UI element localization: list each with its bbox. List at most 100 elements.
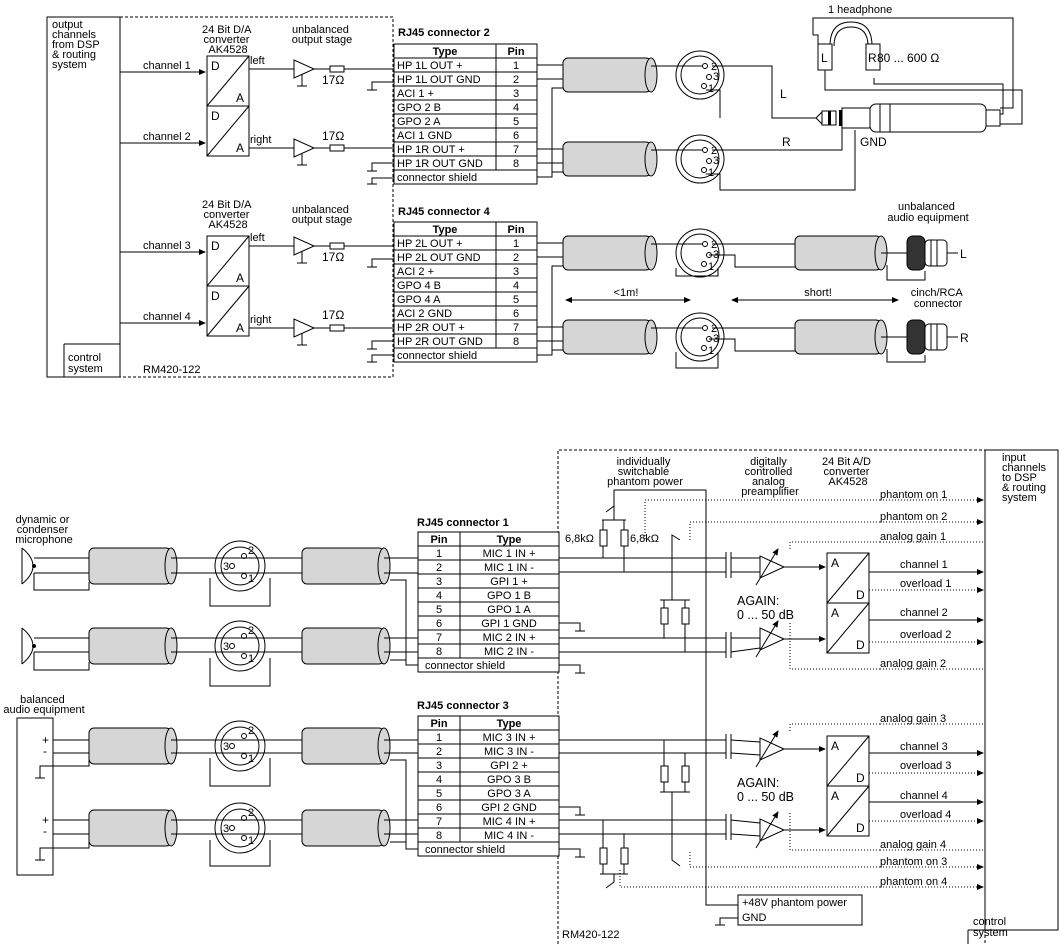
- svg-text:6: 6: [436, 618, 442, 630]
- svg-text:GPI 2 GND: GPI 2 GND: [481, 802, 537, 814]
- svg-text:HP 2R OUT GND: HP 2R OUT GND: [397, 336, 483, 348]
- resistor-17-ohm-1: [329, 65, 345, 73]
- svg-text:3: 3: [713, 155, 719, 167]
- svg-text:6: 6: [436, 802, 442, 814]
- svg-text:2: 2: [248, 625, 254, 637]
- headphone-cabling: 231 231 L R GND 1: [537, 4, 1023, 191]
- svg-text:1: 1: [248, 653, 254, 665]
- svg-text:7: 7: [513, 322, 519, 334]
- xlr-line-connector-3: 231: [209, 720, 271, 787]
- svg-text:1: 1: [513, 238, 519, 250]
- output-title: output channels from DSP & routing syste…: [52, 19, 103, 71]
- svg-text:connector shield: connector shield: [397, 350, 477, 362]
- svg-text:left: left: [250, 232, 265, 244]
- phantom-resistor-4a: [599, 847, 608, 865]
- output-amp-1: 17Ω: [293, 59, 396, 87]
- svg-text:MIC 2 IN -: MIC 2 IN -: [484, 646, 534, 658]
- svg-text:+: +: [42, 813, 49, 827]
- input-cabling: dynamic or condenser microphone 231: [3, 514, 418, 876]
- balanced-equipment-label: balanced audio equipment: [3, 694, 84, 716]
- svg-text:2: 2: [711, 145, 717, 157]
- rj45-connector-4-title: RJ45 connector 4: [398, 206, 491, 218]
- svg-text:R: R: [868, 51, 877, 65]
- svg-text:1: 1: [436, 732, 442, 744]
- headphone-jack: [815, 103, 1001, 133]
- svg-text:1: 1: [708, 83, 714, 95]
- svg-text:A: A: [236, 321, 244, 335]
- dac-converter-1: D A: [206, 55, 250, 107]
- svg-text:MIC 1 IN +: MIC 1 IN +: [483, 548, 536, 560]
- svg-text:4: 4: [436, 590, 442, 602]
- unbalanced-cabling: 231 231 <1m! short!: [537, 201, 969, 369]
- microphone-2-icon: [21, 627, 36, 665]
- svg-text:GPI 1 GND: GPI 1 GND: [481, 618, 537, 630]
- svg-text:2: 2: [513, 252, 519, 264]
- cable-hp-left: [562, 57, 652, 93]
- svg-text:D: D: [856, 771, 865, 785]
- svg-text:HP 1L OUT +: HP 1L OUT +: [397, 60, 463, 72]
- svg-text:MIC 4 IN -: MIC 4 IN -: [484, 830, 534, 842]
- resistor-17-ohm-3: [329, 242, 345, 250]
- svg-text:2: 2: [436, 562, 442, 574]
- channel-1-label: channel 1: [143, 60, 191, 72]
- svg-text:1: 1: [248, 753, 254, 765]
- svg-text:connector shield: connector shield: [397, 172, 477, 184]
- xlr-mic-connector-1: 231: [209, 540, 271, 607]
- adc-converter-1: A D: [826, 552, 870, 604]
- xlr-connector-1: 231: [675, 50, 725, 100]
- svg-text:3: 3: [513, 266, 519, 278]
- svg-text:1: 1: [708, 261, 714, 273]
- signal-phantom-on-2: phantom on 2: [880, 511, 947, 523]
- svg-text:GPO 2 A: GPO 2 A: [397, 116, 441, 128]
- phantom-power-label: individually switchable phantom power: [607, 456, 683, 488]
- svg-text:D: D: [211, 109, 220, 123]
- svg-text:3: 3: [223, 741, 229, 753]
- signal-channel-2: channel 2: [900, 607, 948, 619]
- svg-text:GPI 1 +: GPI 1 +: [490, 576, 528, 588]
- svg-text:connector shield: connector shield: [425, 660, 505, 672]
- resistor-17-ohm-4: [329, 324, 345, 332]
- svg-text:5: 5: [436, 604, 442, 616]
- preamp-2: [755, 620, 826, 658]
- signal-analog-gain-2: analog gain 2: [880, 658, 946, 670]
- rj45-connector-3-title: RJ45 connector 3: [417, 700, 509, 712]
- signal-overload-4: overload 4: [900, 809, 951, 821]
- svg-text:1: 1: [513, 60, 519, 72]
- svg-text:2: 2: [513, 74, 519, 86]
- svg-text:6,8kΩ: 6,8kΩ: [630, 533, 659, 545]
- cable-unbal-left: [562, 235, 652, 271]
- svg-text:17Ω: 17Ω: [322, 308, 344, 322]
- svg-text:A: A: [236, 91, 244, 105]
- xlr-connector-2: 231: [675, 134, 725, 184]
- svg-text:8: 8: [436, 646, 442, 658]
- svg-text:A: A: [831, 556, 839, 570]
- svg-text:R: R: [960, 331, 969, 345]
- svg-text:D: D: [856, 821, 865, 835]
- svg-text:A: A: [831, 789, 839, 803]
- svg-text:D: D: [211, 239, 220, 253]
- preamp-1: [755, 548, 826, 586]
- svg-text:8: 8: [436, 830, 442, 842]
- balanced-equipment-box: [16, 717, 54, 876]
- svg-text:D: D: [856, 588, 865, 602]
- phantom-resistor-1a: [599, 529, 608, 547]
- xlr-mic-connector-2: 231: [209, 620, 271, 687]
- svg-text:HP 2R OUT +: HP 2R OUT +: [397, 322, 465, 334]
- svg-text:Type: Type: [497, 534, 522, 546]
- cable-rca-right: [794, 319, 882, 355]
- coupling-capacitors: [725, 552, 732, 840]
- svg-text:GPO 4 B: GPO 4 B: [397, 280, 441, 292]
- svg-text:-: -: [43, 744, 47, 758]
- svg-text:8: 8: [513, 336, 519, 348]
- microphone-1-icon: [21, 547, 36, 585]
- svg-text:1: 1: [248, 835, 254, 847]
- rj45-connector-2-table: RJ45 connector 2 Type Pin HP 1L OUT +1 H…: [393, 27, 538, 185]
- svg-text:D: D: [856, 638, 865, 652]
- svg-text:Pin: Pin: [430, 534, 447, 546]
- svg-text:+: +: [42, 733, 49, 747]
- signal-analog-gain-3: analog gain 3: [880, 713, 946, 725]
- svg-text:3: 3: [713, 71, 719, 83]
- adc-label: 24 Bit A/D converter AK4528: [822, 456, 874, 488]
- phantom-resistor-2a: [660, 607, 669, 625]
- channel-2-label: channel 2: [143, 131, 191, 143]
